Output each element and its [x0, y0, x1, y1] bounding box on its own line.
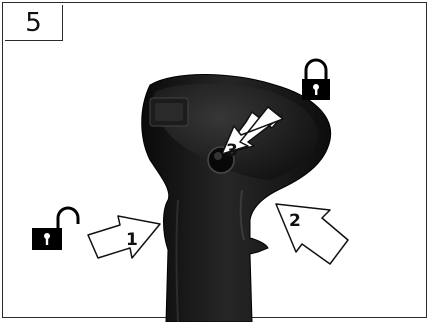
- padlock-locked-icon: [302, 60, 330, 100]
- arrow-1-label: 1: [126, 230, 138, 250]
- arrow-1: 1: [88, 216, 160, 258]
- arrow-2: 2: [276, 204, 348, 264]
- joystick-handle: [142, 74, 331, 322]
- arrow-2-label: 2: [289, 211, 301, 231]
- padlock-unlocked-icon: [32, 208, 78, 250]
- arrow-3-label: 3: [226, 141, 238, 161]
